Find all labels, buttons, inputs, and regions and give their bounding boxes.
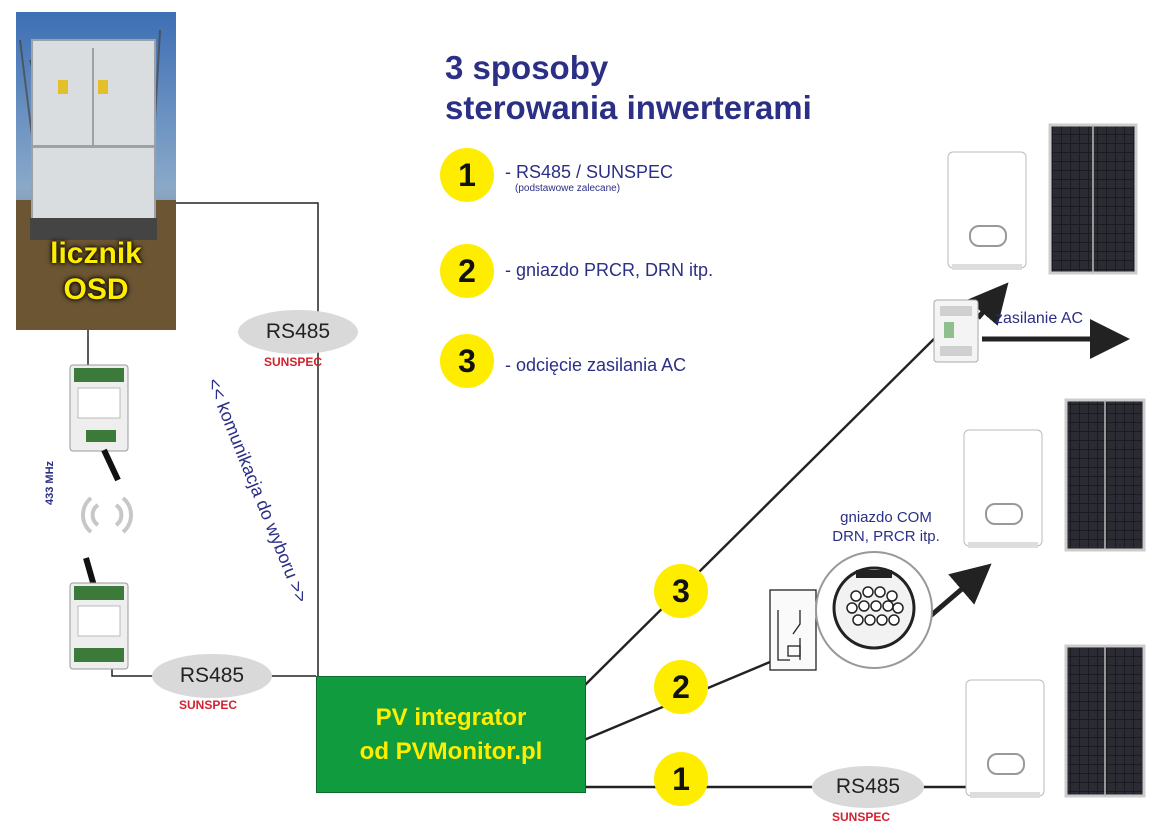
path-badge-1: 1: [654, 752, 708, 806]
sunspec-label-left: SUNSPEC: [179, 698, 238, 712]
path-badge-2: 2: [654, 660, 708, 714]
meter-label-line-1: licznik: [50, 237, 142, 270]
legend-text-3: - odcięcie zasilania AC: [505, 355, 687, 375]
legend-badge-3: 3: [440, 334, 494, 388]
radio-module-bottom: [69, 557, 129, 670]
meter-label: licznik OSD: [16, 236, 176, 308]
pv-integrator-box: PV integrator od PVMonitor.pl: [316, 676, 586, 793]
legend-badge-2: 2: [440, 244, 494, 298]
sunspec-label-bottom: SUNSPEC: [832, 810, 891, 824]
title-line-1: 3 sposoby: [445, 49, 609, 86]
solar-panel-top: [1048, 123, 1138, 275]
title-line-2: sterowania inwerterami: [445, 89, 812, 126]
inverter-bottom: [965, 679, 1045, 798]
sunspec-label-upper: SUNSPEC: [264, 355, 323, 369]
legend-text-1: - RS485 / SUNSPEC: [505, 162, 674, 182]
solar-panel-middle: [1064, 398, 1146, 552]
com-socket-icon: [815, 551, 933, 669]
radio-waves-icon: [80, 496, 134, 534]
arrows: [926, 282, 1130, 620]
integrator-line-1: PV integrator: [375, 703, 527, 731]
ac-contactor-icon: [933, 299, 979, 363]
legend-subtext-1: (podstawowe zalecane): [515, 183, 621, 194]
legend-badge-1: 1: [440, 148, 494, 202]
radio-frequency-label: 433 MHz: [44, 460, 56, 505]
com-socket-label: gniazdo COM DRN, PRCR itp.: [806, 508, 966, 546]
radio-module-top: [69, 364, 129, 482]
inverter-middle: [963, 429, 1043, 548]
meter-label-line-2: OSD: [63, 273, 129, 306]
rs485-pill-bottom: RS485: [812, 766, 924, 808]
rs485-pill-left: RS485: [152, 654, 272, 698]
inverter-top: [947, 151, 1027, 270]
relay-schematic-icon: [769, 589, 817, 671]
ac-supply-label: zasilanie AC: [995, 310, 1084, 327]
legend-text-2: - gniazdo PRCR, DRN itp.: [505, 260, 714, 280]
path-badge-3: 3: [654, 564, 708, 618]
rs485-pill-upper: RS485: [238, 310, 358, 354]
integrator-line-2: od PVMonitor.pl: [359, 737, 543, 765]
solar-panel-bottom: [1064, 644, 1146, 798]
diagram-title: 3 sposoby sterowania inwerterami: [445, 48, 812, 128]
com-socket-label-line-2: DRN, PRCR itp.: [832, 528, 940, 545]
com-socket-label-line-1: gniazdo COM: [840, 509, 932, 526]
meter-cabinet-photo: [16, 12, 176, 330]
